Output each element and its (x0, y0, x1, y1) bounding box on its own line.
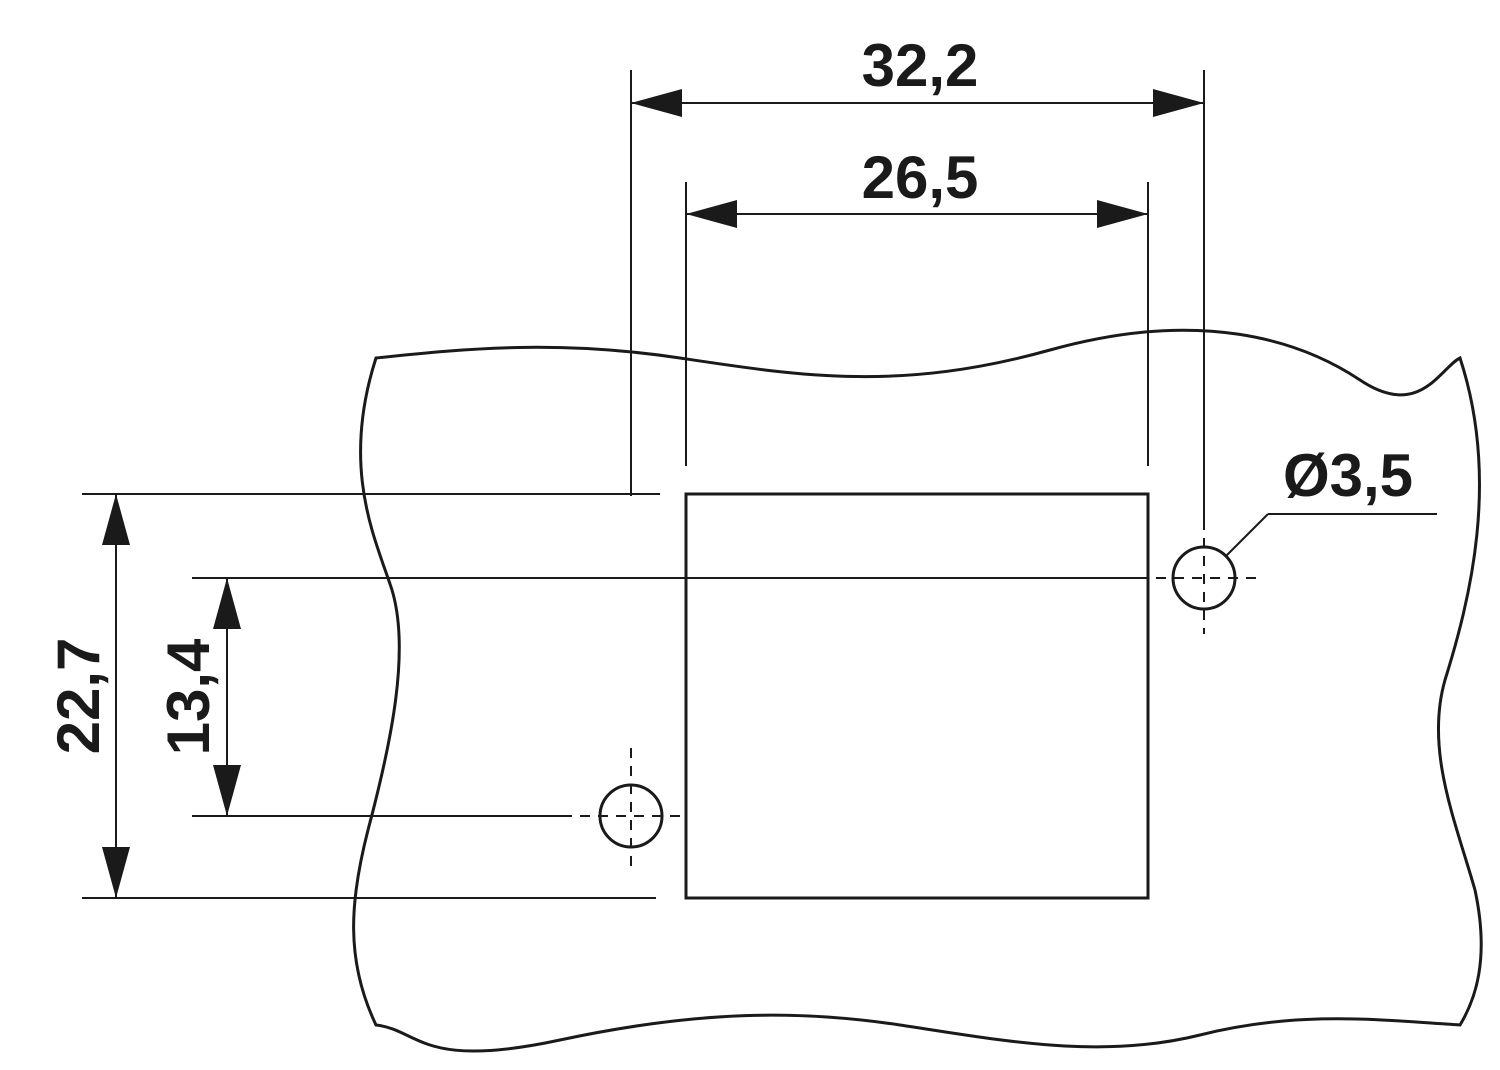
dimension-label-cutout-width: 26,5 (862, 144, 979, 211)
dimension-label-hole-diameter: Ø3,5 (1283, 442, 1413, 509)
panel-outline (352, 328, 1483, 1053)
dimension-26-5: 26,5 (686, 144, 1148, 228)
dimension-13-4: 13,4 (155, 578, 241, 816)
dimension-label-outer-spacing: 32,2 (862, 32, 979, 99)
dimension-32-2: 32,2 (631, 32, 1204, 117)
dimension-label-hole-offset: 13,4 (155, 638, 222, 755)
hole-centerlines (562, 520, 1262, 872)
hole-diameter-callout: Ø3,5 (1225, 442, 1437, 557)
extension-lines (82, 70, 1205, 899)
cutout-rectangle (684, 492, 1150, 900)
dimension-22-7: 22,7 (45, 494, 130, 898)
dimension-label-overall-height: 22,7 (45, 638, 112, 755)
